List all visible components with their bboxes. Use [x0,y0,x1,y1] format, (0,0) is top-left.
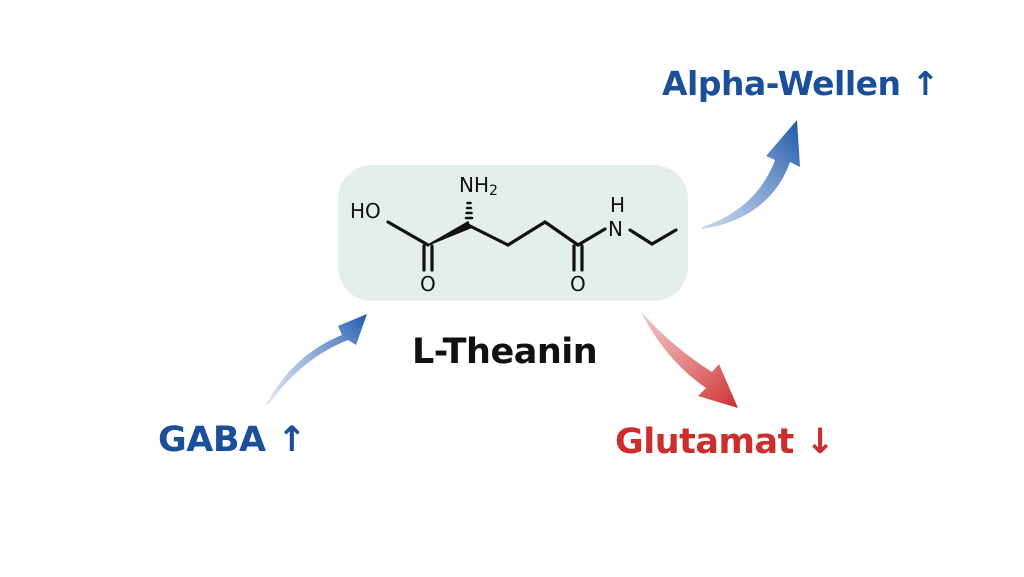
atom-o-acid: O [420,272,436,296]
atom-h: H [610,193,625,217]
arrow-alpha-up [702,120,800,229]
atom-n: N [608,217,623,241]
arrow-glutamat-down [641,312,738,408]
label-glutamat: Glutamat ↓ [615,422,835,462]
label-alpha-wellen: Alpha-Wellen ↑ [662,64,939,103]
atom-nh2: NH2 [459,173,498,199]
molecule-panel [338,165,688,301]
atom-ho: HO [350,199,381,223]
atom-o-amide: O [570,272,586,296]
arrow-gaba-up [266,314,367,405]
atom-labels: HO NH2 O O N H [350,173,625,296]
label-gaba: GABA ↑ [158,420,307,460]
l-theanin-structure [386,201,678,272]
diagram-title: L-Theanin [412,332,598,372]
